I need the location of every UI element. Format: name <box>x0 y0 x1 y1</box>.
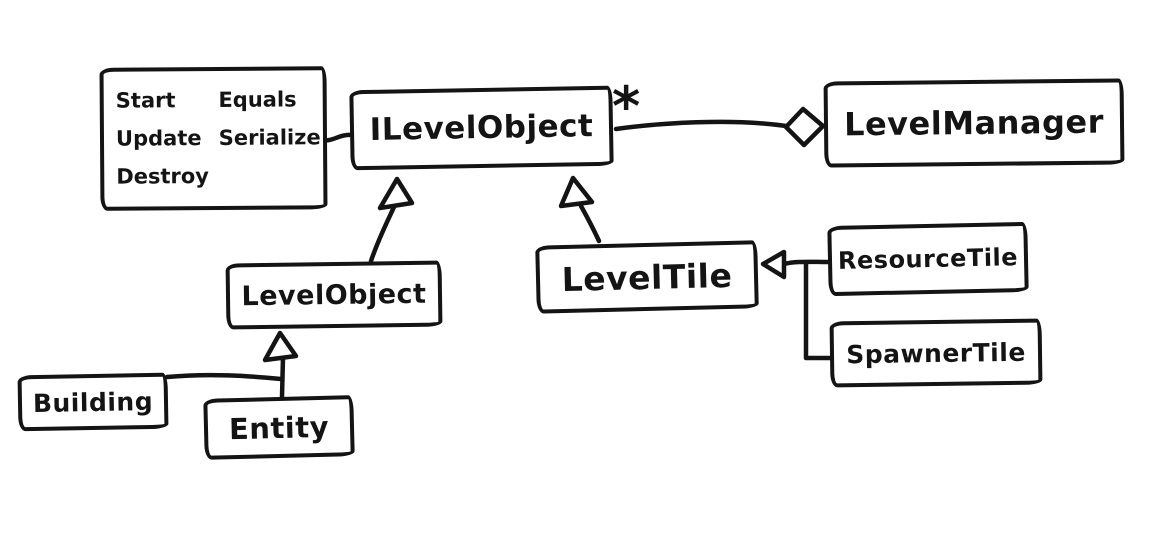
edge-resourcetile-inherits <box>781 259 831 267</box>
edge-levelobject-inherits <box>368 204 397 264</box>
node-building-label: Building <box>32 386 154 418</box>
node-entity: Entity <box>203 395 355 460</box>
aggregation-diamond-icon <box>783 106 826 148</box>
interface-methods-note: Start Update Destroy Equals Serialize <box>99 66 328 211</box>
edge-entity-inherits <box>279 354 286 400</box>
method-equals: Equals <box>218 87 297 112</box>
node-spawnertile: SpawnerTile <box>829 318 1043 388</box>
node-levelmanager: LevelManager <box>823 78 1125 168</box>
edge-spawnertile-inherits <box>803 260 835 361</box>
multiplicity-label: * <box>612 75 641 138</box>
edge-building-inherits <box>164 372 284 382</box>
method-update: Update <box>115 126 202 151</box>
methods-column-1: Start Update Destroy <box>116 81 209 196</box>
node-resourcetile: ResourceTile <box>827 221 1029 297</box>
methods-column-2: Equals Serialize <box>218 80 320 157</box>
node-resourcetile-label: ResourceTile <box>837 243 1019 275</box>
node-spawnertile-label: SpawnerTile <box>845 337 1026 369</box>
method-destroy: Destroy <box>116 164 210 189</box>
inheritance-arrowhead-up-icon <box>262 330 299 363</box>
method-serialize: Serialize <box>218 125 321 150</box>
node-leveltile-label: LevelTile <box>561 255 733 299</box>
inheritance-arrowhead-up-left-icon <box>377 176 415 211</box>
node-levelobject-label: LevelObject <box>241 278 427 312</box>
edge-aggregation-line <box>613 119 789 132</box>
inheritance-arrowhead-left-icon <box>760 249 787 280</box>
node-levelmanager-label: LevelManager <box>843 102 1105 144</box>
inheritance-arrowhead-up-right-icon <box>558 175 595 209</box>
node-ilevelobject: ILevelObject <box>349 85 614 171</box>
edge-note-attachment <box>320 132 354 143</box>
method-start: Start <box>115 88 176 113</box>
node-levelobject: LevelObject <box>225 260 443 330</box>
node-building: Building <box>17 372 169 432</box>
edge-leveltile-inherits <box>578 203 602 244</box>
node-entity-label: Entity <box>228 409 330 446</box>
node-ilevelobject-label: ILevelObject <box>369 108 594 148</box>
node-leveltile: LevelTile <box>535 240 759 314</box>
